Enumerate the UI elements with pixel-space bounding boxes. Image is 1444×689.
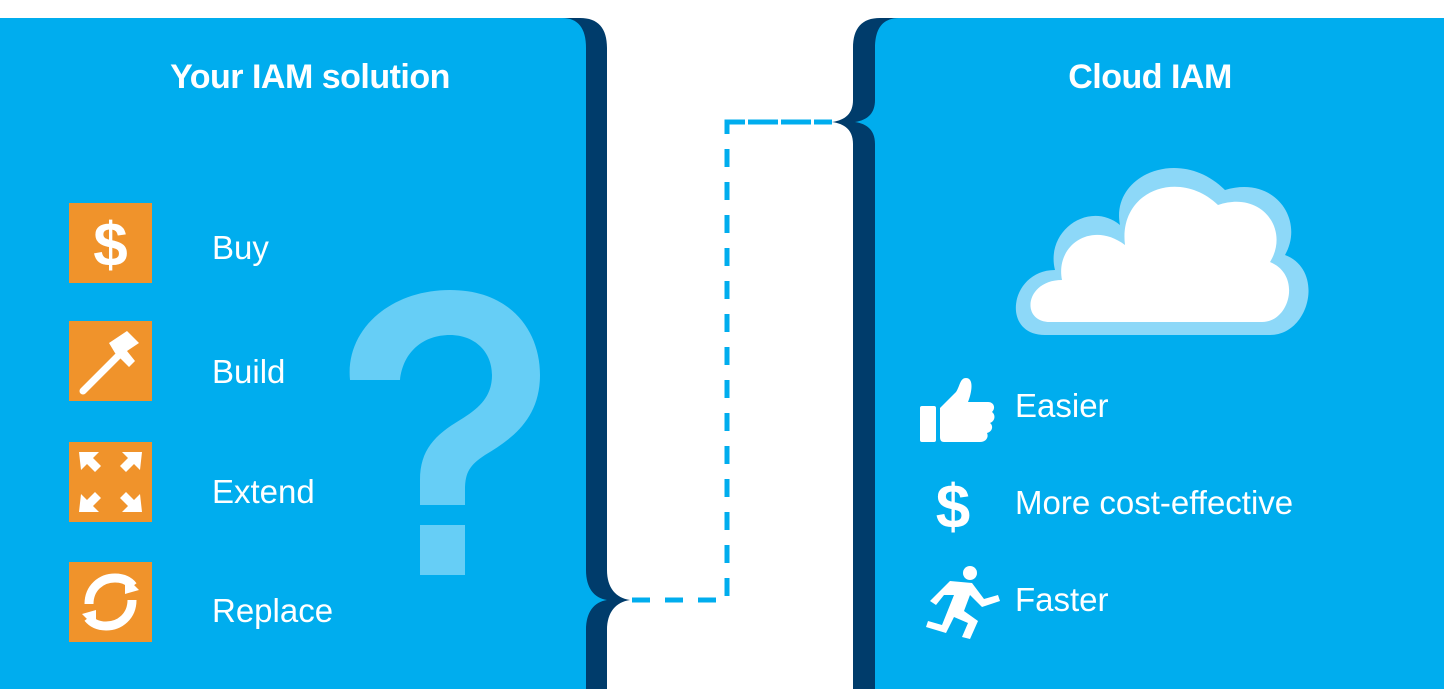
expand-arrows-icon (69, 442, 152, 522)
refresh-icon (69, 562, 152, 642)
dollar-icon: $ (928, 472, 978, 542)
option-label: Buy (212, 229, 269, 266)
option-label: Replace (212, 592, 334, 629)
cloud-icon (1015, 167, 1309, 335)
svg-text:$: $ (936, 473, 970, 542)
benefit-label: Easier (1015, 387, 1109, 424)
right-panel (855, 18, 1444, 689)
benefit-label: Faster (1015, 581, 1109, 618)
hammer-icon (69, 321, 152, 401)
option-label: Build (212, 353, 286, 390)
left-panel-title: Your IAM solution (170, 58, 450, 96)
benefit-label: More cost-effective (1015, 484, 1294, 521)
running-person-icon (918, 565, 1003, 640)
thumbs-up-icon (918, 374, 998, 444)
question-mark-icon (349, 290, 540, 575)
option-label: Extend (212, 473, 315, 510)
right-panel-title: Cloud IAM (1068, 58, 1232, 96)
dollar-icon: $ (69, 203, 152, 283)
svg-text:$: $ (93, 211, 127, 280)
dashed-connector-path (630, 119, 832, 603)
